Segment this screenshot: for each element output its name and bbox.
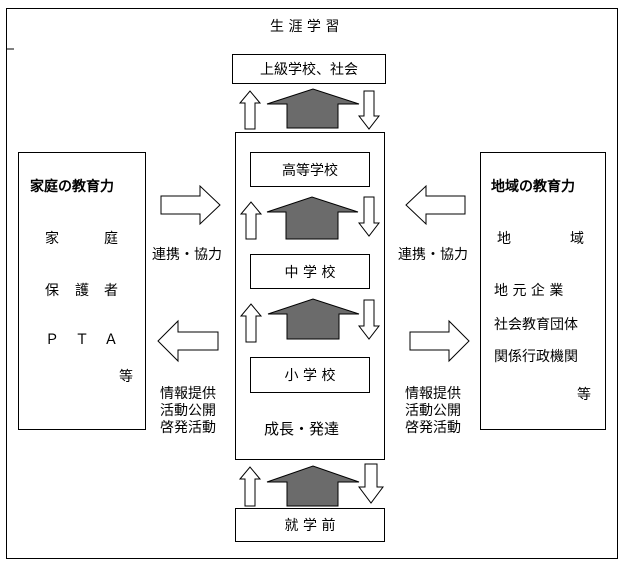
left-arrow-school-to-family (157, 319, 219, 363)
left-info-line-1: 情報提供 (160, 386, 216, 402)
up-outline-arrow-middle (239, 303, 263, 343)
left-info-line-3: 啓発活動 (160, 420, 216, 436)
left-item-go: 護 (75, 283, 89, 299)
up-bold-arrow-bottom (266, 465, 360, 507)
down-outline-arrow-middle (357, 299, 381, 340)
down-outline-arrow-high (357, 196, 381, 237)
up-bold-arrow-high (266, 196, 359, 240)
up-bold-arrow-top (266, 88, 360, 129)
right-item-administration: 関係行政機関 (494, 349, 578, 365)
left-arrow-community-to-school (405, 184, 466, 226)
right-info-stack: 情報提供 活動公開 啓発活動 (405, 386, 461, 437)
down-outline-arrow-top (357, 90, 381, 130)
right-box-title: 地域の教育力 (491, 179, 575, 195)
middle-school-box: 中 学 校 (250, 254, 370, 289)
up-outline-arrow-high (239, 201, 263, 240)
left-box-family (18, 152, 146, 430)
right-info-line-2: 活動公開 (405, 403, 461, 419)
right-info-line-1: 情報提供 (405, 386, 461, 402)
elementary-school-box: 小 学 校 (250, 357, 370, 393)
right-item-etc: 等 (577, 387, 591, 403)
growth-label: 成長・発達 (264, 420, 340, 438)
top-box-higher-school-society: 上級学校、社会 (232, 54, 386, 84)
up-bold-arrow-middle (267, 298, 360, 340)
right-item-local-business: 地 元 企 業 (494, 283, 564, 299)
right-item-social-education: 社会教育団体 (494, 317, 578, 333)
left-link-label: 連携・協力 (152, 247, 222, 263)
right-link-label: 連携・協力 (398, 247, 468, 263)
high-school-box: 高等学校 (250, 152, 370, 187)
right-arrow-family-to-school (160, 184, 221, 226)
left-info-stack: 情報提供 活動公開 啓発活動 (160, 386, 216, 437)
left-info-line-2: 活動公開 (160, 403, 216, 419)
left-item-p: Ｐ (45, 332, 59, 348)
diagram-title: 生 涯 学 習 (270, 19, 340, 35)
left-item-tei: 庭 (104, 231, 118, 247)
left-item-ho: 保 (45, 283, 59, 299)
left-box-title: 家庭の教育力 (30, 179, 114, 195)
bottom-box-preschool: 就 学 前 (235, 508, 385, 542)
up-outline-arrow-top (238, 90, 262, 130)
right-item-chi: 地 (497, 231, 511, 247)
outer-frame (6, 8, 618, 559)
right-box-community (480, 152, 606, 430)
right-arrow-school-to-community (409, 319, 470, 363)
left-item-t: Ｔ (75, 332, 89, 348)
left-item-sha: 者 (104, 283, 118, 299)
left-item-etc: 等 (119, 369, 133, 385)
down-outline-arrow-bottom (358, 463, 384, 504)
right-item-iki: 域 (570, 231, 584, 247)
left-item-ka: 家 (45, 231, 59, 247)
right-info-line-3: 啓発活動 (405, 420, 461, 436)
left-item-a: Ａ (104, 332, 118, 348)
up-outline-arrow-bottom (238, 466, 262, 507)
